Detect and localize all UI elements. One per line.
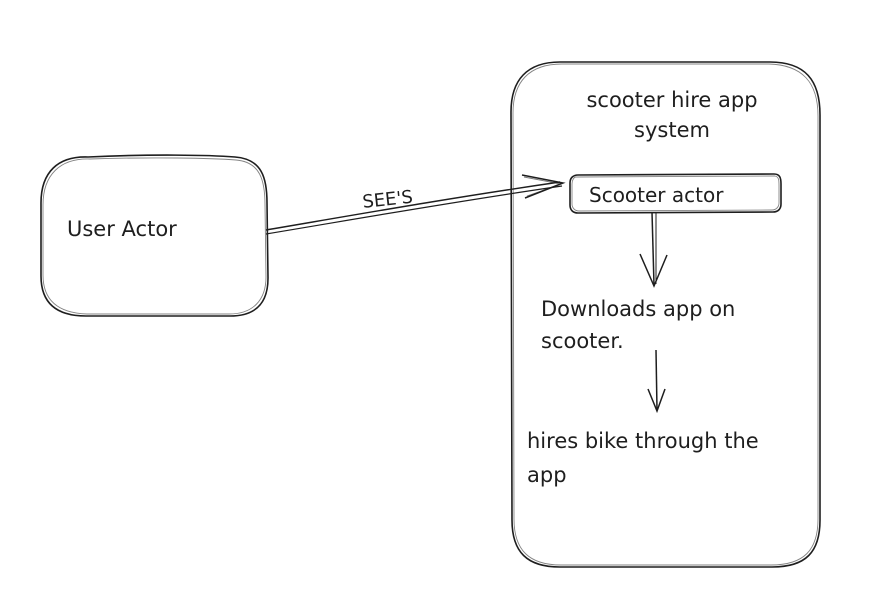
- system-title-line1: scooter hire app: [586, 88, 758, 112]
- scooter-actor-label: Scooter actor: [589, 183, 724, 207]
- scooter-actor-box: [569, 173, 782, 214]
- arrow-to-downloads: [651, 211, 655, 286]
- user-actor-box: [40, 154, 269, 317]
- relation-label: SEE'S: [361, 186, 414, 213]
- sees-connector-line: [265, 181, 561, 231]
- user-actor-label: User Actor: [67, 217, 177, 241]
- step-downloads-line2: scooter.: [541, 329, 624, 353]
- step-downloads-line1: Downloads app on: [541, 297, 736, 321]
- arrow-to-hires-head: [647, 388, 666, 414]
- step-hires-line2: app: [527, 463, 567, 487]
- step-hires-line1: hires bike through the: [527, 429, 759, 453]
- arrow-to-hires: [655, 349, 658, 411]
- system-boundary-box: [510, 61, 821, 568]
- system-title-line2: system: [634, 118, 710, 142]
- arrow-to-downloads-head: [639, 253, 668, 288]
- sees-arrowhead: [521, 174, 566, 199]
